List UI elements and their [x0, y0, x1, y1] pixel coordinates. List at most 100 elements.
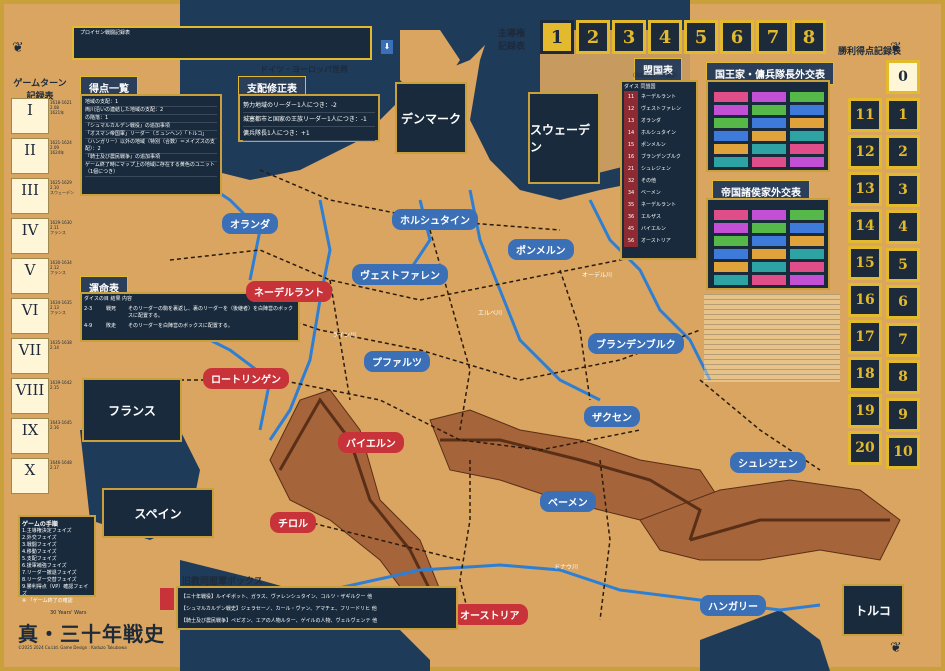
victory-box-13[interactable]: 13: [848, 172, 882, 206]
region-tyrol[interactable]: チロル: [270, 512, 316, 533]
nation-france[interactable]: フランス: [82, 378, 182, 442]
diplomacy-cell[interactable]: [752, 105, 786, 115]
diplomacy-cell[interactable]: [790, 262, 824, 272]
turn-box-VIII[interactable]: VIII: [11, 378, 49, 414]
initiative-box-6[interactable]: 6: [720, 20, 754, 54]
diplomacy-cell[interactable]: [714, 92, 748, 102]
diplomacy-cell[interactable]: [752, 118, 786, 128]
region-holstein[interactable]: ホルシュタイン: [392, 209, 478, 230]
diplomacy-cell[interactable]: [790, 210, 824, 220]
diplomacy-cell[interactable]: [714, 105, 748, 115]
diplomacy-cell[interactable]: [714, 249, 748, 259]
nation-turkey[interactable]: トルコ: [842, 584, 904, 636]
region-pfalz[interactable]: プファルツ: [364, 351, 430, 372]
victory-box-8[interactable]: 8: [886, 360, 920, 394]
victory-box-20[interactable]: 20: [848, 431, 882, 465]
nation-denmark[interactable]: デンマーク: [395, 82, 467, 154]
turn-box-IV[interactable]: IV: [11, 218, 49, 254]
diplomacy-cell[interactable]: [714, 144, 748, 154]
initiative-box-3[interactable]: 3: [612, 20, 646, 54]
region-pomerania[interactable]: ポンメルン: [508, 239, 574, 260]
region-brandenburg[interactable]: ブランデンブルク: [588, 333, 684, 354]
victory-box-9[interactable]: 9: [886, 397, 920, 432]
initiative-box-1[interactable]: 1: [540, 20, 574, 54]
diplomacy-cell[interactable]: [752, 144, 786, 154]
nation-spain[interactable]: スペイン: [102, 488, 214, 538]
diplomacy-cell[interactable]: [752, 92, 786, 102]
region-netherlands[interactable]: ネーデルラント: [246, 281, 332, 302]
diplomacy-cell[interactable]: [790, 118, 824, 128]
diplomacy-cell[interactable]: [752, 275, 786, 285]
victory-box-5[interactable]: 5: [886, 247, 920, 282]
diplomacy-cell[interactable]: [790, 249, 824, 259]
diplomacy-cell[interactable]: [752, 131, 786, 141]
region-westphalen[interactable]: ヴェストファレン: [352, 264, 448, 285]
victory-box-19[interactable]: 19: [848, 394, 882, 428]
victory-box-1[interactable]: 1: [886, 97, 920, 132]
diplomacy-cell[interactable]: [790, 236, 824, 246]
diplomacy-cell[interactable]: [714, 157, 748, 167]
diplomacy-cell[interactable]: [714, 223, 748, 233]
victory-box-2[interactable]: 2: [886, 135, 920, 169]
victory-box-18[interactable]: 18: [848, 357, 882, 391]
turn-box-VII[interactable]: VII: [11, 338, 49, 374]
diplomacy-cell[interactable]: [790, 144, 824, 154]
initiative-box-8[interactable]: 8: [792, 20, 826, 54]
allies-dice: 15: [624, 139, 638, 151]
turn-box-I[interactable]: I: [11, 98, 49, 134]
region-holland[interactable]: オランダ: [222, 213, 278, 234]
region-austria[interactable]: オーストリア: [452, 604, 528, 625]
victory-box-7[interactable]: 7: [886, 322, 920, 357]
diplomacy-cell[interactable]: [714, 131, 748, 141]
region-bavaria[interactable]: バイエルン: [338, 432, 404, 453]
victory-box-3[interactable]: 3: [886, 172, 920, 207]
allies-dice: 35: [624, 199, 638, 211]
diplomacy-cell[interactable]: [752, 262, 786, 272]
victory-box-0[interactable]: 0: [886, 60, 920, 94]
diplomacy-cell[interactable]: [714, 236, 748, 246]
initiative-box-2[interactable]: 2: [576, 20, 610, 54]
diplomacy-cell[interactable]: [714, 210, 748, 220]
diplomacy-cell[interactable]: [752, 249, 786, 259]
diplomacy-cell[interactable]: [752, 223, 786, 233]
diplomacy-cell[interactable]: [790, 275, 824, 285]
victory-box-10[interactable]: 10: [886, 435, 920, 469]
diplomacy-cell[interactable]: [714, 262, 748, 272]
region-bohemia[interactable]: ベーメン: [540, 491, 596, 512]
diplomacy-cell[interactable]: [714, 118, 748, 128]
diplomacy-cell[interactable]: [790, 92, 824, 102]
victory-box-16[interactable]: 16: [848, 283, 882, 317]
region-lorraine[interactable]: ロートリンゲン: [203, 368, 289, 389]
victory-box-12[interactable]: 12: [848, 135, 882, 169]
diplomacy-cell[interactable]: [752, 210, 786, 220]
victory-box-15[interactable]: 15: [848, 246, 882, 280]
turn-box-III[interactable]: III: [11, 178, 49, 214]
diplomacy-cell[interactable]: [790, 157, 824, 167]
initiative-box-7[interactable]: 7: [756, 20, 790, 54]
victory-box-14[interactable]: 14: [848, 209, 882, 243]
diplomacy-cell[interactable]: [752, 157, 786, 167]
region-saxony[interactable]: ザクセン: [584, 406, 640, 427]
region-silesia[interactable]: シュレジェン: [730, 452, 806, 473]
region-hungary[interactable]: ハンガリー: [700, 595, 766, 616]
nation-sweden[interactable]: スウェーデン: [528, 92, 600, 184]
diplomacy-cell[interactable]: [790, 131, 824, 141]
victory-box-17[interactable]: 17: [848, 320, 882, 354]
victory-box-6[interactable]: 6: [886, 285, 920, 319]
victory-box-4[interactable]: 4: [886, 210, 920, 244]
diplomacy-cell[interactable]: [752, 236, 786, 246]
diplomacy-cell[interactable]: [790, 223, 824, 233]
turn-box-II[interactable]: II: [11, 138, 49, 174]
turn-box-VI[interactable]: VI: [11, 298, 49, 334]
turn-box-IX[interactable]: IX: [11, 418, 49, 454]
victory-box-11[interactable]: 11: [848, 98, 882, 132]
river-danube-label: ドナウ川: [554, 564, 579, 571]
diplomacy-cell[interactable]: [790, 105, 824, 115]
turn-box-X[interactable]: X: [11, 458, 49, 494]
diplomacy-cell[interactable]: [714, 275, 748, 285]
turn-box-V[interactable]: V: [11, 258, 49, 294]
initiative-box-5[interactable]: 5: [684, 20, 718, 54]
turn-note: 1646-1648 2.17: [50, 460, 72, 470]
initiative-box-4[interactable]: 4: [648, 20, 682, 54]
